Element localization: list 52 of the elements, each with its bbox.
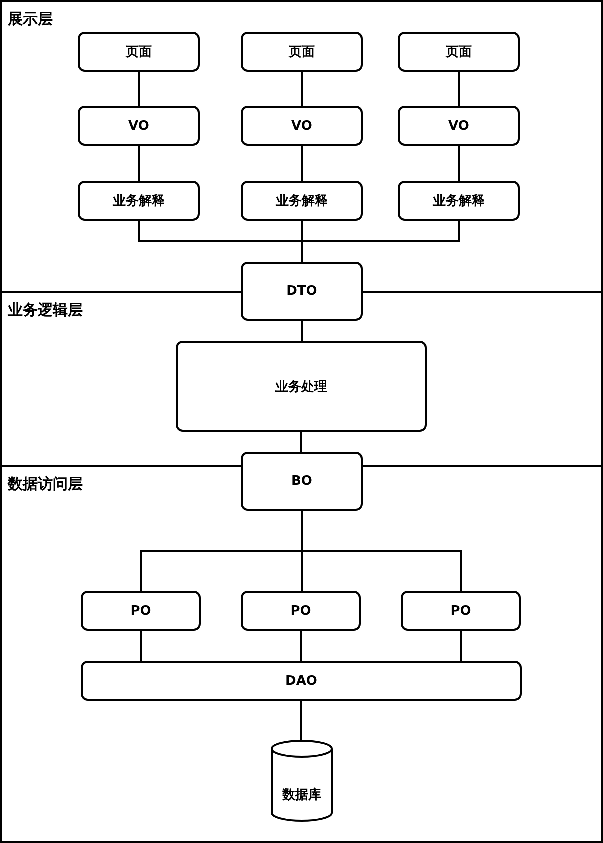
- box-label: 页面: [446, 44, 472, 61]
- box-label: 业务解释: [276, 193, 328, 210]
- box-label: PO: [290, 604, 312, 618]
- process-box: [398, 32, 520, 72]
- connector-line: [301, 511, 462, 591]
- box-label: DTO: [286, 284, 318, 299]
- connector-line: [460, 631, 462, 661]
- layer-heading: 业务逻辑层: [8, 301, 83, 319]
- layer-heading: 数据访问层: [8, 475, 83, 493]
- connector-line: [300, 432, 302, 452]
- process-box: [78, 106, 200, 146]
- process-box: [398, 181, 520, 221]
- process-box: [241, 32, 363, 72]
- layer-band: [0, 465, 603, 843]
- process-box: [398, 106, 520, 146]
- box-label: VO: [292, 118, 312, 134]
- layer-heading: 展示层: [8, 10, 53, 28]
- connector-line: [301, 221, 460, 262]
- box-label: BO: [292, 474, 312, 489]
- connector-line: [301, 146, 303, 181]
- process-box: [78, 32, 200, 72]
- box-label: VO: [128, 118, 150, 134]
- box-label: 数据库: [282, 786, 322, 804]
- process-box: [81, 591, 201, 631]
- box-label: 页面: [126, 44, 152, 61]
- box-label: 业务处理: [276, 378, 328, 396]
- box-label: 业务解释: [433, 193, 485, 210]
- connector-line: [458, 146, 460, 181]
- connector-line: [301, 72, 303, 106]
- database-cylinder: [271, 740, 333, 822]
- process-box: [81, 661, 522, 701]
- connector-line: [138, 72, 140, 106]
- box-label: PO: [450, 604, 472, 618]
- process-box: [176, 341, 427, 432]
- process-box: [241, 591, 361, 631]
- box-label: PO: [130, 604, 152, 618]
- connector-line: [140, 631, 142, 661]
- connector-line: [138, 146, 140, 181]
- process-box: [401, 591, 521, 631]
- process-box: [241, 262, 363, 321]
- process-box: [241, 181, 363, 221]
- process-box: [241, 452, 363, 511]
- connector-line: [301, 321, 303, 341]
- connector-line: [458, 72, 460, 106]
- process-box: [78, 181, 200, 221]
- box-label: 页面: [289, 44, 315, 61]
- box-label: 业务解释: [113, 193, 165, 210]
- box-label: VO: [448, 118, 470, 134]
- box-label: DAO: [286, 674, 318, 688]
- connector-line: [300, 631, 302, 661]
- connector-line: [300, 701, 302, 740]
- process-box: [241, 106, 363, 146]
